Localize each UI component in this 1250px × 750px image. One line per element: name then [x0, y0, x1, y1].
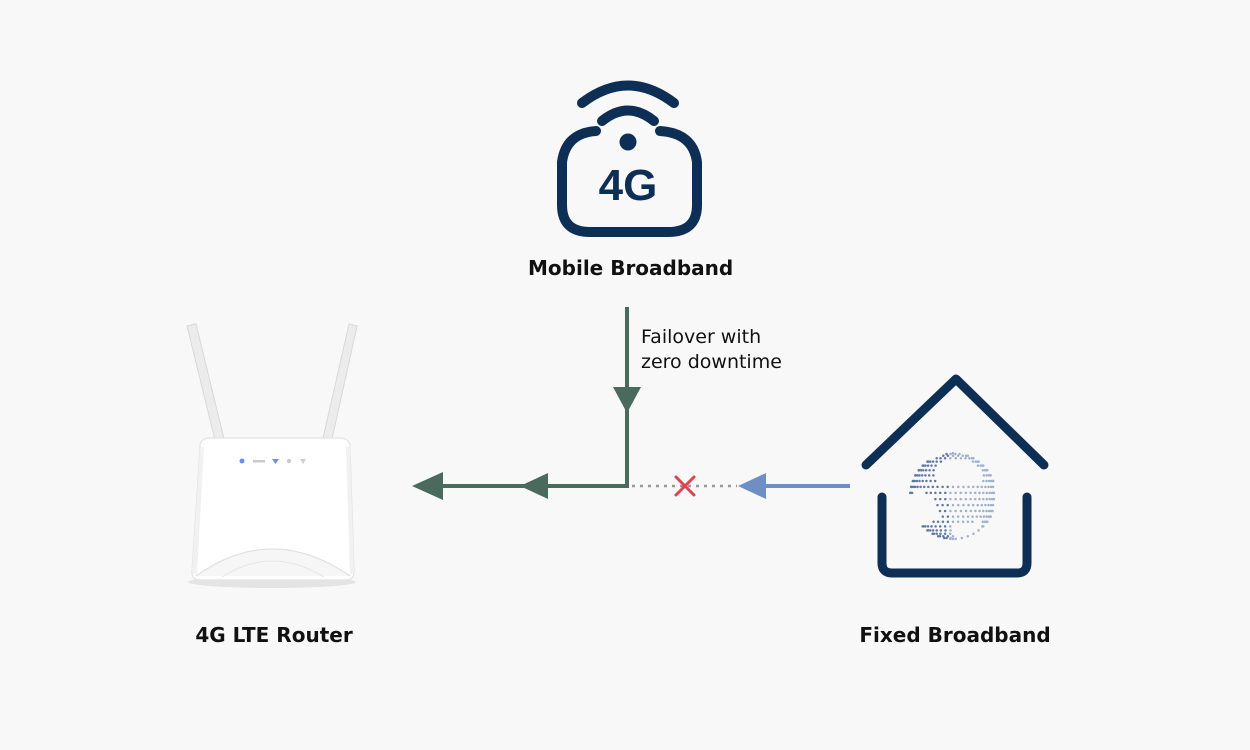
down-arrowhead — [613, 387, 641, 413]
failover-note: Failover with zero downtime — [641, 325, 782, 375]
fixed-broadband-arrow — [738, 473, 850, 499]
mobile-failover-path — [412, 307, 641, 500]
failure-x-icon — [674, 475, 696, 497]
mobile-icon-text: 4G — [599, 161, 658, 210]
mobile-broadband-4g-icon: 4G — [557, 80, 702, 237]
left-arrowhead-end — [412, 472, 443, 500]
left-arrowhead-mid — [520, 473, 548, 499]
globe-icon — [908, 451, 996, 541]
fixed-broadband-label: Fixed Broadband — [859, 623, 1051, 647]
fixed-broadband-house-icon — [861, 374, 1049, 578]
router-illustration — [186, 323, 358, 588]
mobile-broadband-label: Mobile Broadband — [528, 256, 734, 280]
failover-note-line2: zero downtime — [641, 351, 782, 373]
failover-note-line1: Failover with — [641, 326, 762, 348]
router-label: 4G LTE Router — [195, 623, 353, 647]
